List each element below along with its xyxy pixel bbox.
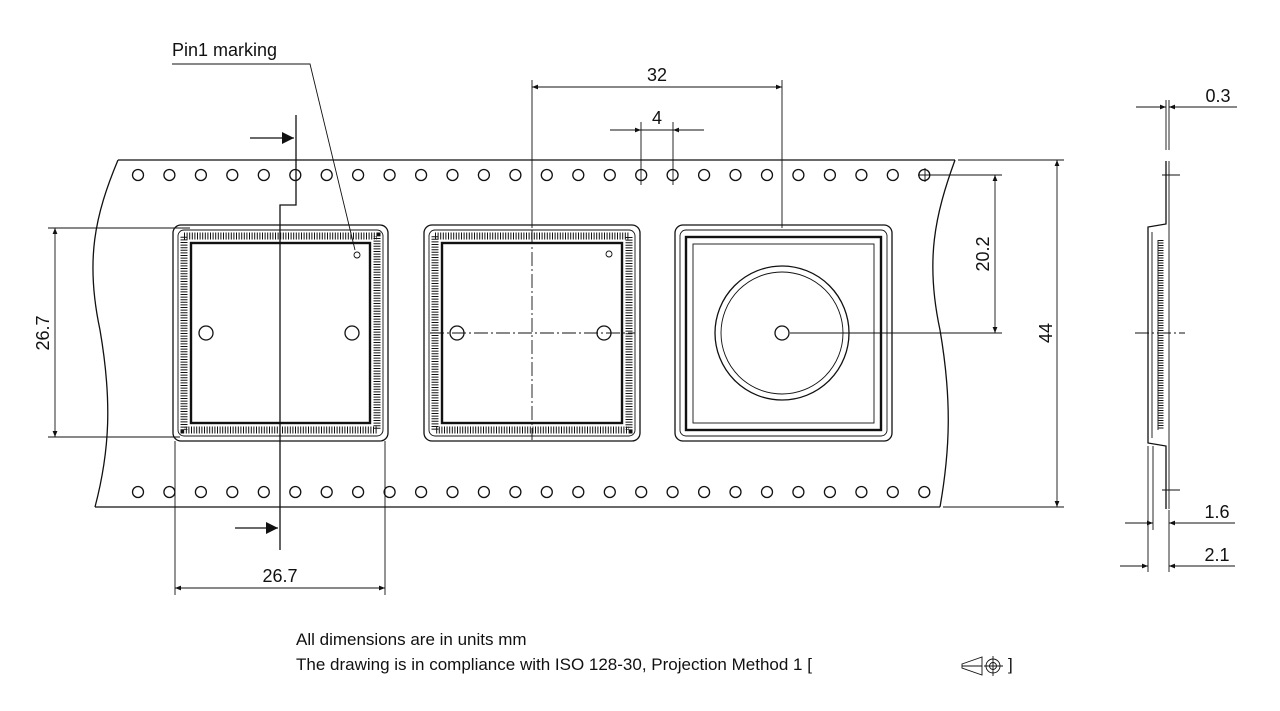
carrier-tape bbox=[92, 159, 956, 508]
dim-4-label: 4 bbox=[652, 108, 662, 128]
section-line bbox=[235, 115, 297, 550]
sprocket-hole bbox=[729, 168, 742, 182]
sprocket-hole bbox=[886, 168, 899, 182]
sprocket-hole bbox=[226, 485, 239, 499]
sprocket-hole bbox=[131, 168, 145, 182]
sprocket-hole bbox=[194, 168, 208, 182]
sprocket-hole bbox=[351, 485, 365, 499]
sprocket-hole bbox=[289, 485, 302, 499]
sprocket-hole bbox=[320, 485, 333, 499]
sprocket-hole bbox=[289, 168, 302, 182]
sprocket-holes-top bbox=[131, 168, 931, 182]
package-2 bbox=[423, 224, 641, 442]
sprocket-hole bbox=[509, 485, 522, 499]
side-view: 0.3 1.6 2.1 bbox=[1120, 86, 1237, 572]
sprocket-hole bbox=[792, 485, 805, 499]
sprocket-hole bbox=[383, 485, 396, 499]
sprocket-hole bbox=[320, 168, 333, 182]
pin1-marker bbox=[353, 251, 361, 259]
dim-26-7-h-label: 26.7 bbox=[262, 566, 297, 586]
sprocket-hole bbox=[697, 485, 711, 499]
sprocket-hole bbox=[855, 485, 868, 499]
dim-32-label: 32 bbox=[647, 65, 667, 85]
sprocket-hole bbox=[855, 168, 868, 182]
sprocket-hole bbox=[477, 168, 491, 182]
dim-44-label: 44 bbox=[1036, 323, 1056, 343]
sprocket-hole bbox=[351, 168, 365, 182]
sprocket-hole bbox=[131, 485, 145, 499]
pin1-label: Pin1 marking bbox=[172, 40, 277, 60]
dimension-20-2: 20.2 bbox=[790, 168, 1002, 334]
first-angle-projection-icon bbox=[961, 656, 1003, 676]
dim-2-1-label: 2.1 bbox=[1204, 545, 1229, 565]
sprocket-hole bbox=[635, 485, 648, 499]
sprocket-hole bbox=[666, 485, 679, 499]
sprocket-hole bbox=[540, 168, 553, 182]
sprocket-hole bbox=[760, 485, 774, 499]
sprocket-hole bbox=[792, 168, 805, 182]
sprocket-hole bbox=[414, 168, 428, 182]
sprocket-hole bbox=[226, 168, 239, 182]
sprocket-hole bbox=[540, 485, 553, 499]
sprocket-hole bbox=[572, 168, 585, 182]
sprocket-hole bbox=[603, 485, 616, 499]
note-units: All dimensions are in units mm bbox=[296, 630, 527, 649]
sprocket-hole bbox=[918, 485, 931, 499]
sprocket-hole bbox=[446, 168, 459, 182]
sprocket-hole bbox=[257, 485, 270, 499]
sprocket-hole bbox=[414, 485, 428, 499]
sprocket-hole bbox=[823, 485, 837, 499]
sprocket-hole bbox=[886, 485, 899, 499]
dim-26-7-v-label: 26.7 bbox=[33, 315, 53, 350]
sprocket-hole bbox=[477, 485, 491, 499]
sprocket-hole bbox=[194, 485, 208, 499]
dim-1-6-label: 1.6 bbox=[1204, 502, 1229, 522]
dim-20-2-label: 20.2 bbox=[973, 236, 993, 271]
dimension-32: 32 bbox=[531, 65, 783, 228]
note-iso: The drawing is in compliance with ISO 12… bbox=[296, 655, 812, 674]
dimension-4: 4 bbox=[610, 108, 704, 185]
sprocket-hole bbox=[603, 168, 616, 182]
dimension-26-7-vertical: 26.7 bbox=[33, 227, 190, 438]
sprocket-hole bbox=[760, 168, 774, 182]
sprocket-hole bbox=[257, 168, 270, 182]
dimension-26-7-horizontal: 26.7 bbox=[174, 441, 386, 595]
sprocket-hole bbox=[509, 168, 522, 182]
sprocket-holes-bottom bbox=[131, 485, 931, 499]
note-iso-end: ] bbox=[1008, 655, 1013, 674]
sprocket-hole bbox=[163, 485, 176, 499]
dim-0-3-label: 0.3 bbox=[1205, 86, 1230, 106]
sprocket-hole bbox=[823, 168, 837, 182]
sprocket-hole bbox=[163, 168, 176, 182]
dimension-44: 44 bbox=[943, 159, 1064, 508]
notes: All dimensions are in units mm The drawi… bbox=[296, 630, 1013, 676]
sprocket-hole bbox=[729, 485, 742, 499]
sprocket-hole bbox=[572, 485, 585, 499]
sprocket-hole bbox=[446, 485, 459, 499]
sprocket-hole bbox=[383, 168, 396, 182]
sprocket-hole bbox=[697, 168, 711, 182]
pin1-callout: Pin1 marking bbox=[172, 40, 356, 251]
